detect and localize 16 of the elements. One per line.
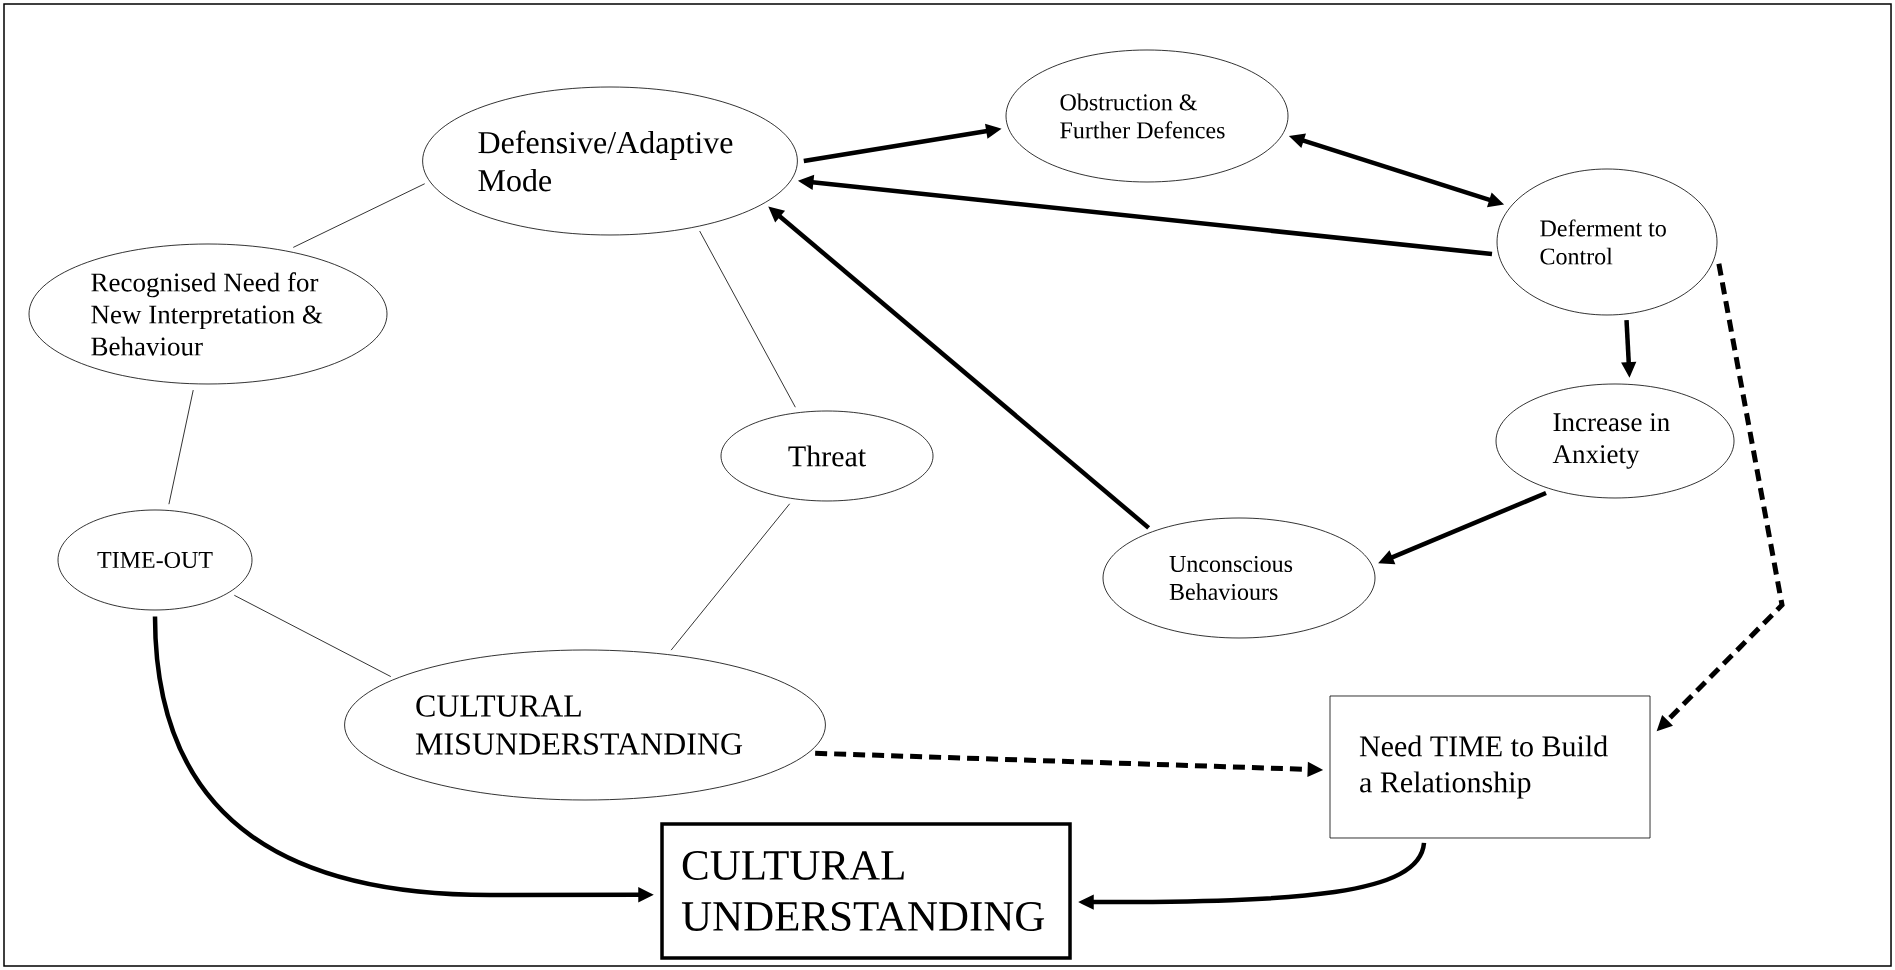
ellipse-node: Increase in Anxiety: [1495, 383, 1735, 499]
ellipse-node: Threat: [720, 410, 934, 502]
ellipse-node: Defensive/Adaptive Mode: [422, 86, 798, 236]
connector-line: [699, 230, 796, 408]
ellipse-node: Obstruction & Further Defences: [1005, 49, 1289, 183]
ellipse-node: CULTURAL MISUNDERSTANDING: [344, 649, 826, 801]
outcome-box: CULTURAL UNDERSTANDING: [660, 822, 1072, 960]
ellipse-node: Recognised Need for New Interpretation & Behaviour: [28, 243, 388, 385]
connector-line: [233, 594, 392, 677]
connector-line: [168, 389, 194, 505]
ellipse-node: Deferment to Control: [1496, 168, 1718, 316]
connector-line: [292, 183, 426, 248]
ellipse-node: Unconscious Behaviours: [1102, 517, 1376, 639]
process-box: Need TIME to Build a Relationship: [1329, 695, 1651, 839]
connector-line: [670, 503, 791, 651]
ellipse-node: TIME-OUT: [57, 509, 253, 611]
